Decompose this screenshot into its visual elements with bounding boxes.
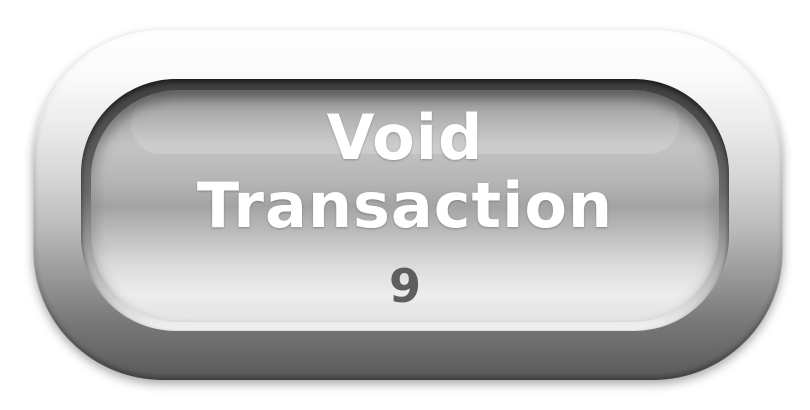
button-shine	[131, 94, 679, 154]
button-face[interactable]	[91, 90, 719, 322]
